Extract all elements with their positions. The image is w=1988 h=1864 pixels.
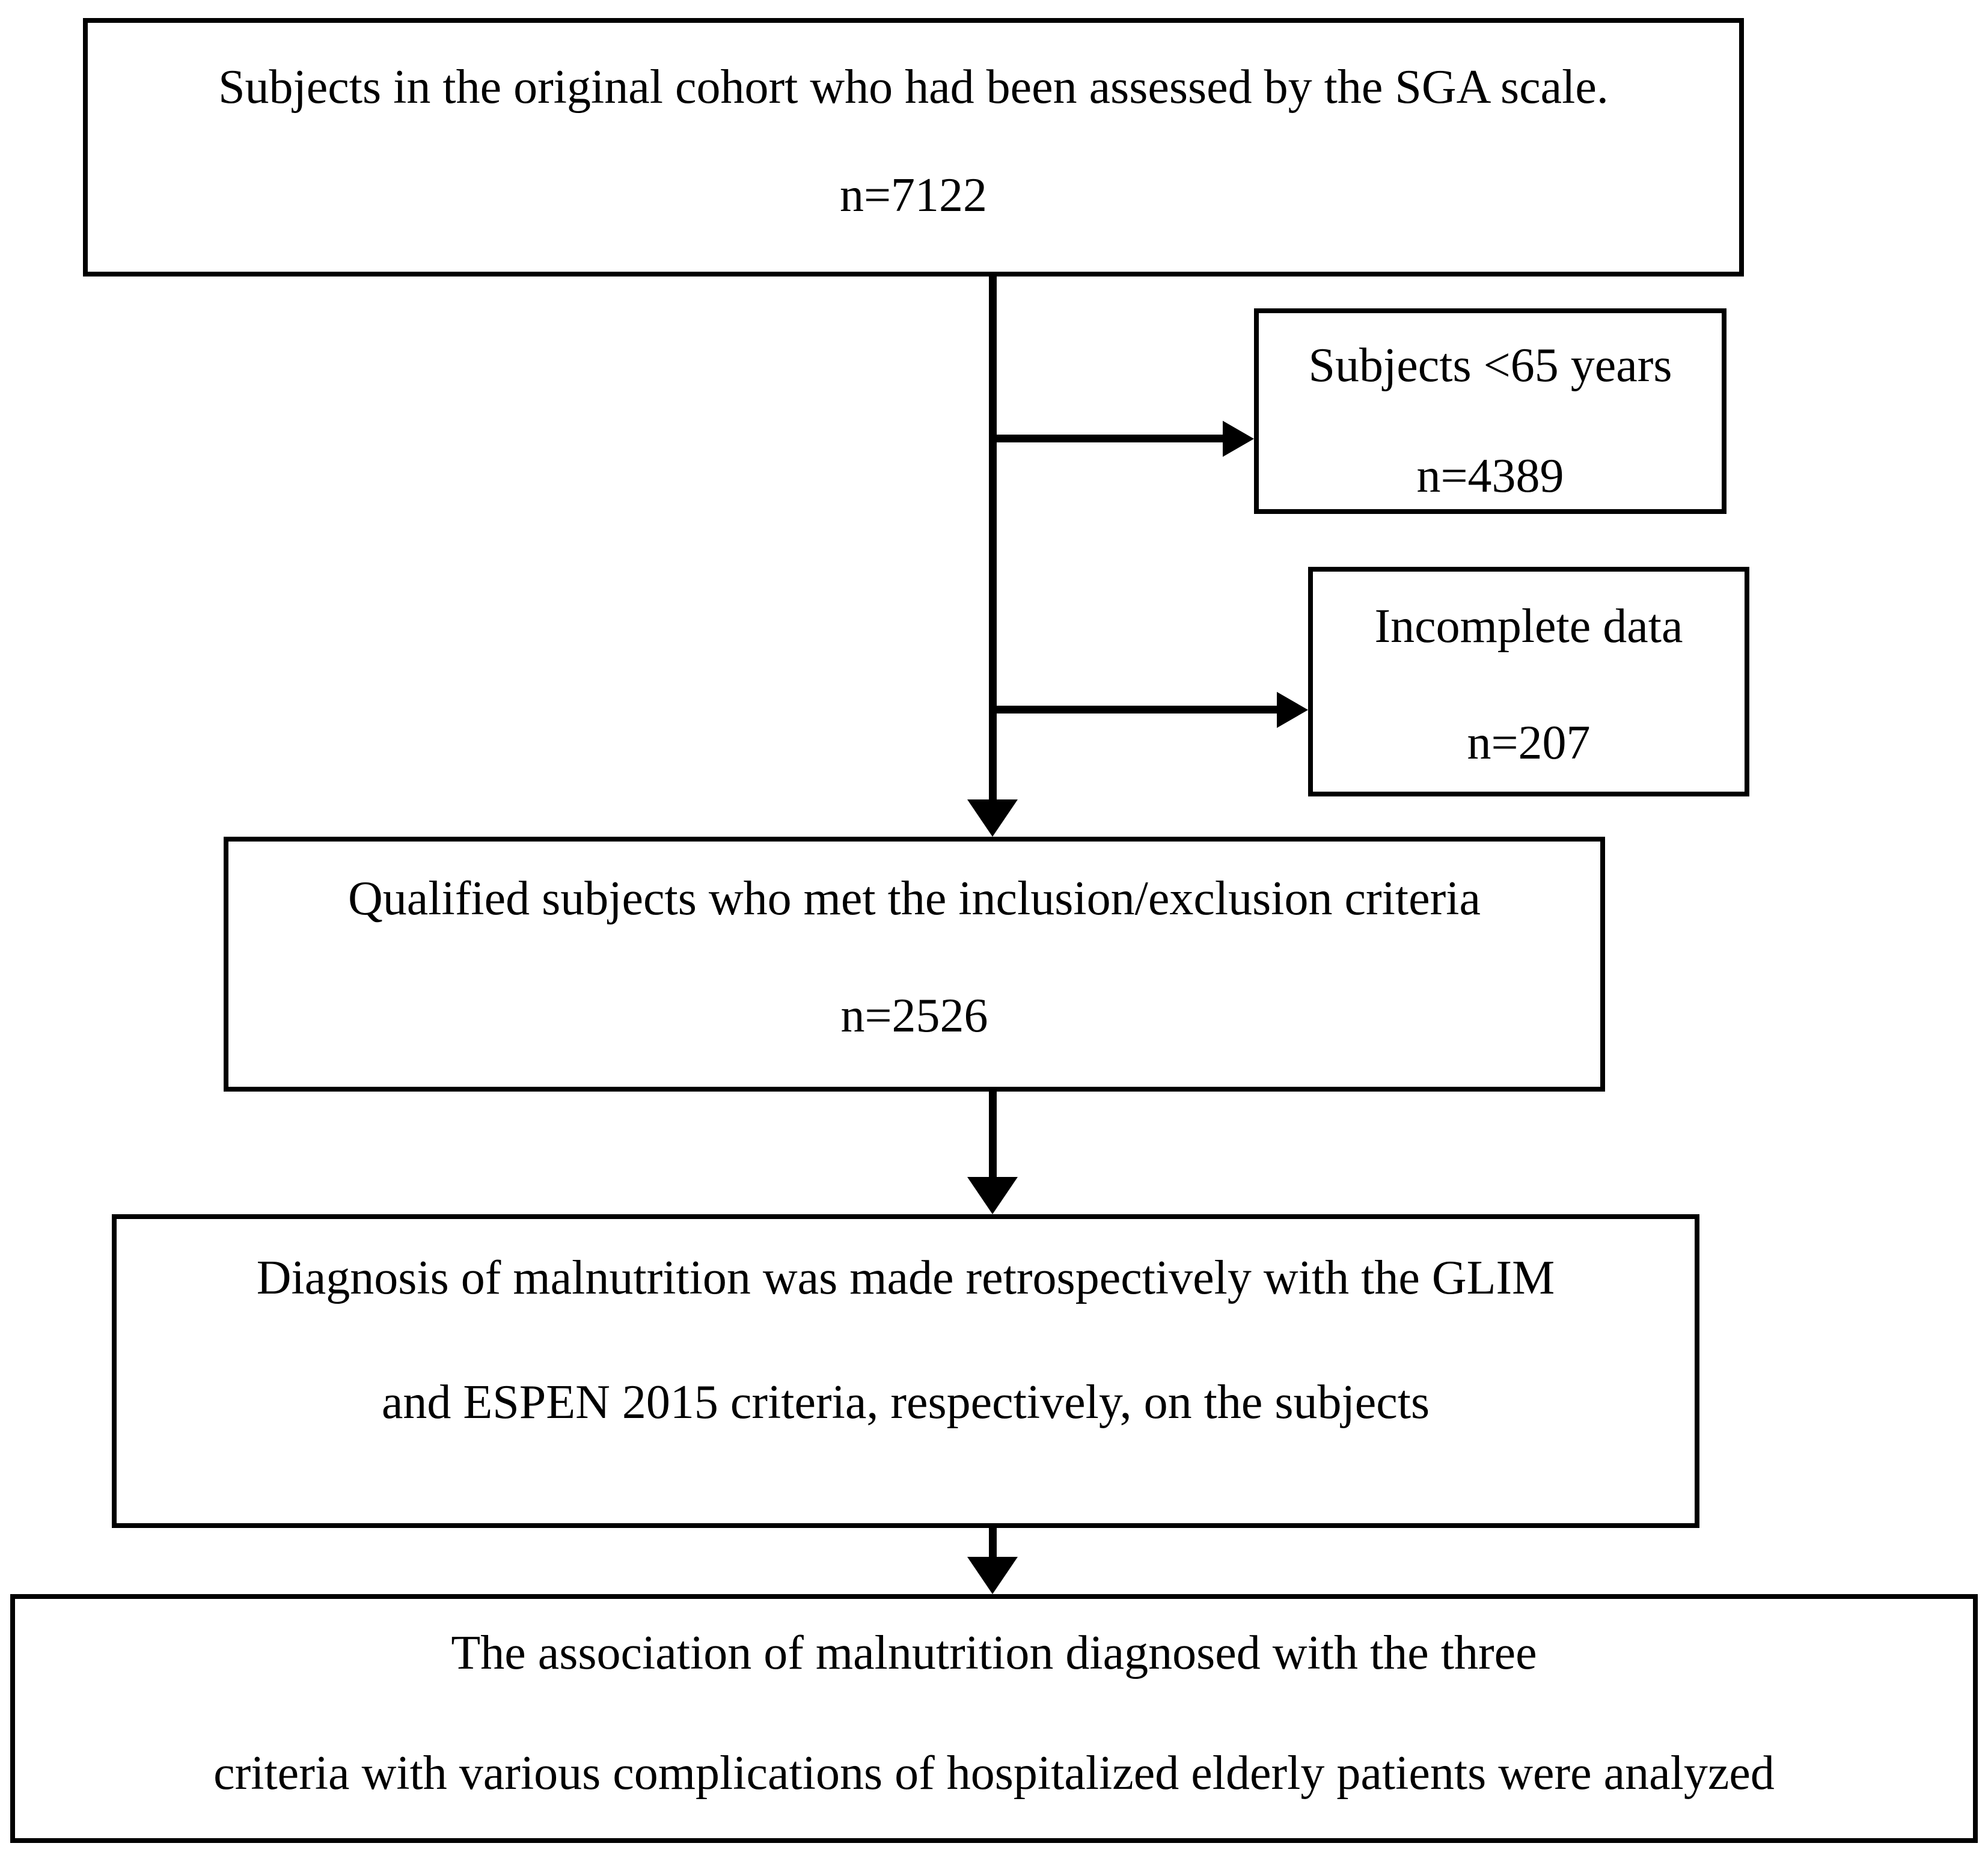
diagnosis-text-line2: and ESPEN 2015 criteria, respectively, o… bbox=[381, 1376, 1430, 1429]
excluded-incomplete-text: Incomplete data bbox=[1374, 600, 1683, 653]
arrow-diagnosis-to-analysis-head-icon bbox=[967, 1557, 1018, 1594]
cohort-box-text: Subjects in the original cohort who had … bbox=[218, 61, 1609, 114]
diagnosis-box: Diagnosis of malnutrition was made retro… bbox=[112, 1214, 1699, 1528]
cohort-box: Subjects in the original cohort who had … bbox=[83, 18, 1744, 277]
diagnosis-text-line1: Diagnosis of malnutrition was made retro… bbox=[256, 1251, 1555, 1304]
excluded-under65-text: Subjects <65 years bbox=[1308, 339, 1672, 392]
arrow-qualified-to-diagnosis-shaft bbox=[989, 1092, 997, 1177]
arrow-to-incomplete-shaft bbox=[992, 706, 1281, 714]
arrow-cohort-to-qualified-head-icon bbox=[967, 799, 1018, 837]
arrow-qualified-to-diagnosis-head-icon bbox=[967, 1177, 1018, 1214]
arrow-diagnosis-to-analysis-shaft bbox=[989, 1528, 997, 1558]
excluded-under65-box: Subjects <65 years n=4389 bbox=[1254, 308, 1727, 514]
qualified-subjects-text: Qualified subjects who met the inclusion… bbox=[348, 872, 1481, 925]
qualified-subjects-box: Qualified subjects who met the inclusion… bbox=[224, 837, 1605, 1092]
arrow-to-under65-head-icon bbox=[1223, 421, 1254, 457]
excluded-under65-count: n=4389 bbox=[1416, 450, 1564, 503]
analysis-box: The association of malnutrition diagnose… bbox=[10, 1594, 1978, 1843]
cohort-box-count: n=7122 bbox=[839, 169, 988, 222]
arrow-cohort-to-qualified-shaft bbox=[989, 274, 997, 801]
arrow-to-incomplete-head-icon bbox=[1277, 692, 1308, 728]
arrow-to-under65-shaft bbox=[992, 435, 1227, 442]
excluded-incomplete-count: n=207 bbox=[1467, 717, 1591, 769]
qualified-subjects-count: n=2526 bbox=[840, 989, 988, 1042]
analysis-text-line2: criteria with various complications of h… bbox=[213, 1747, 1775, 1800]
excluded-incomplete-box: Incomplete data n=207 bbox=[1308, 567, 1749, 796]
analysis-text-line1: The association of malnutrition diagnose… bbox=[451, 1627, 1537, 1679]
